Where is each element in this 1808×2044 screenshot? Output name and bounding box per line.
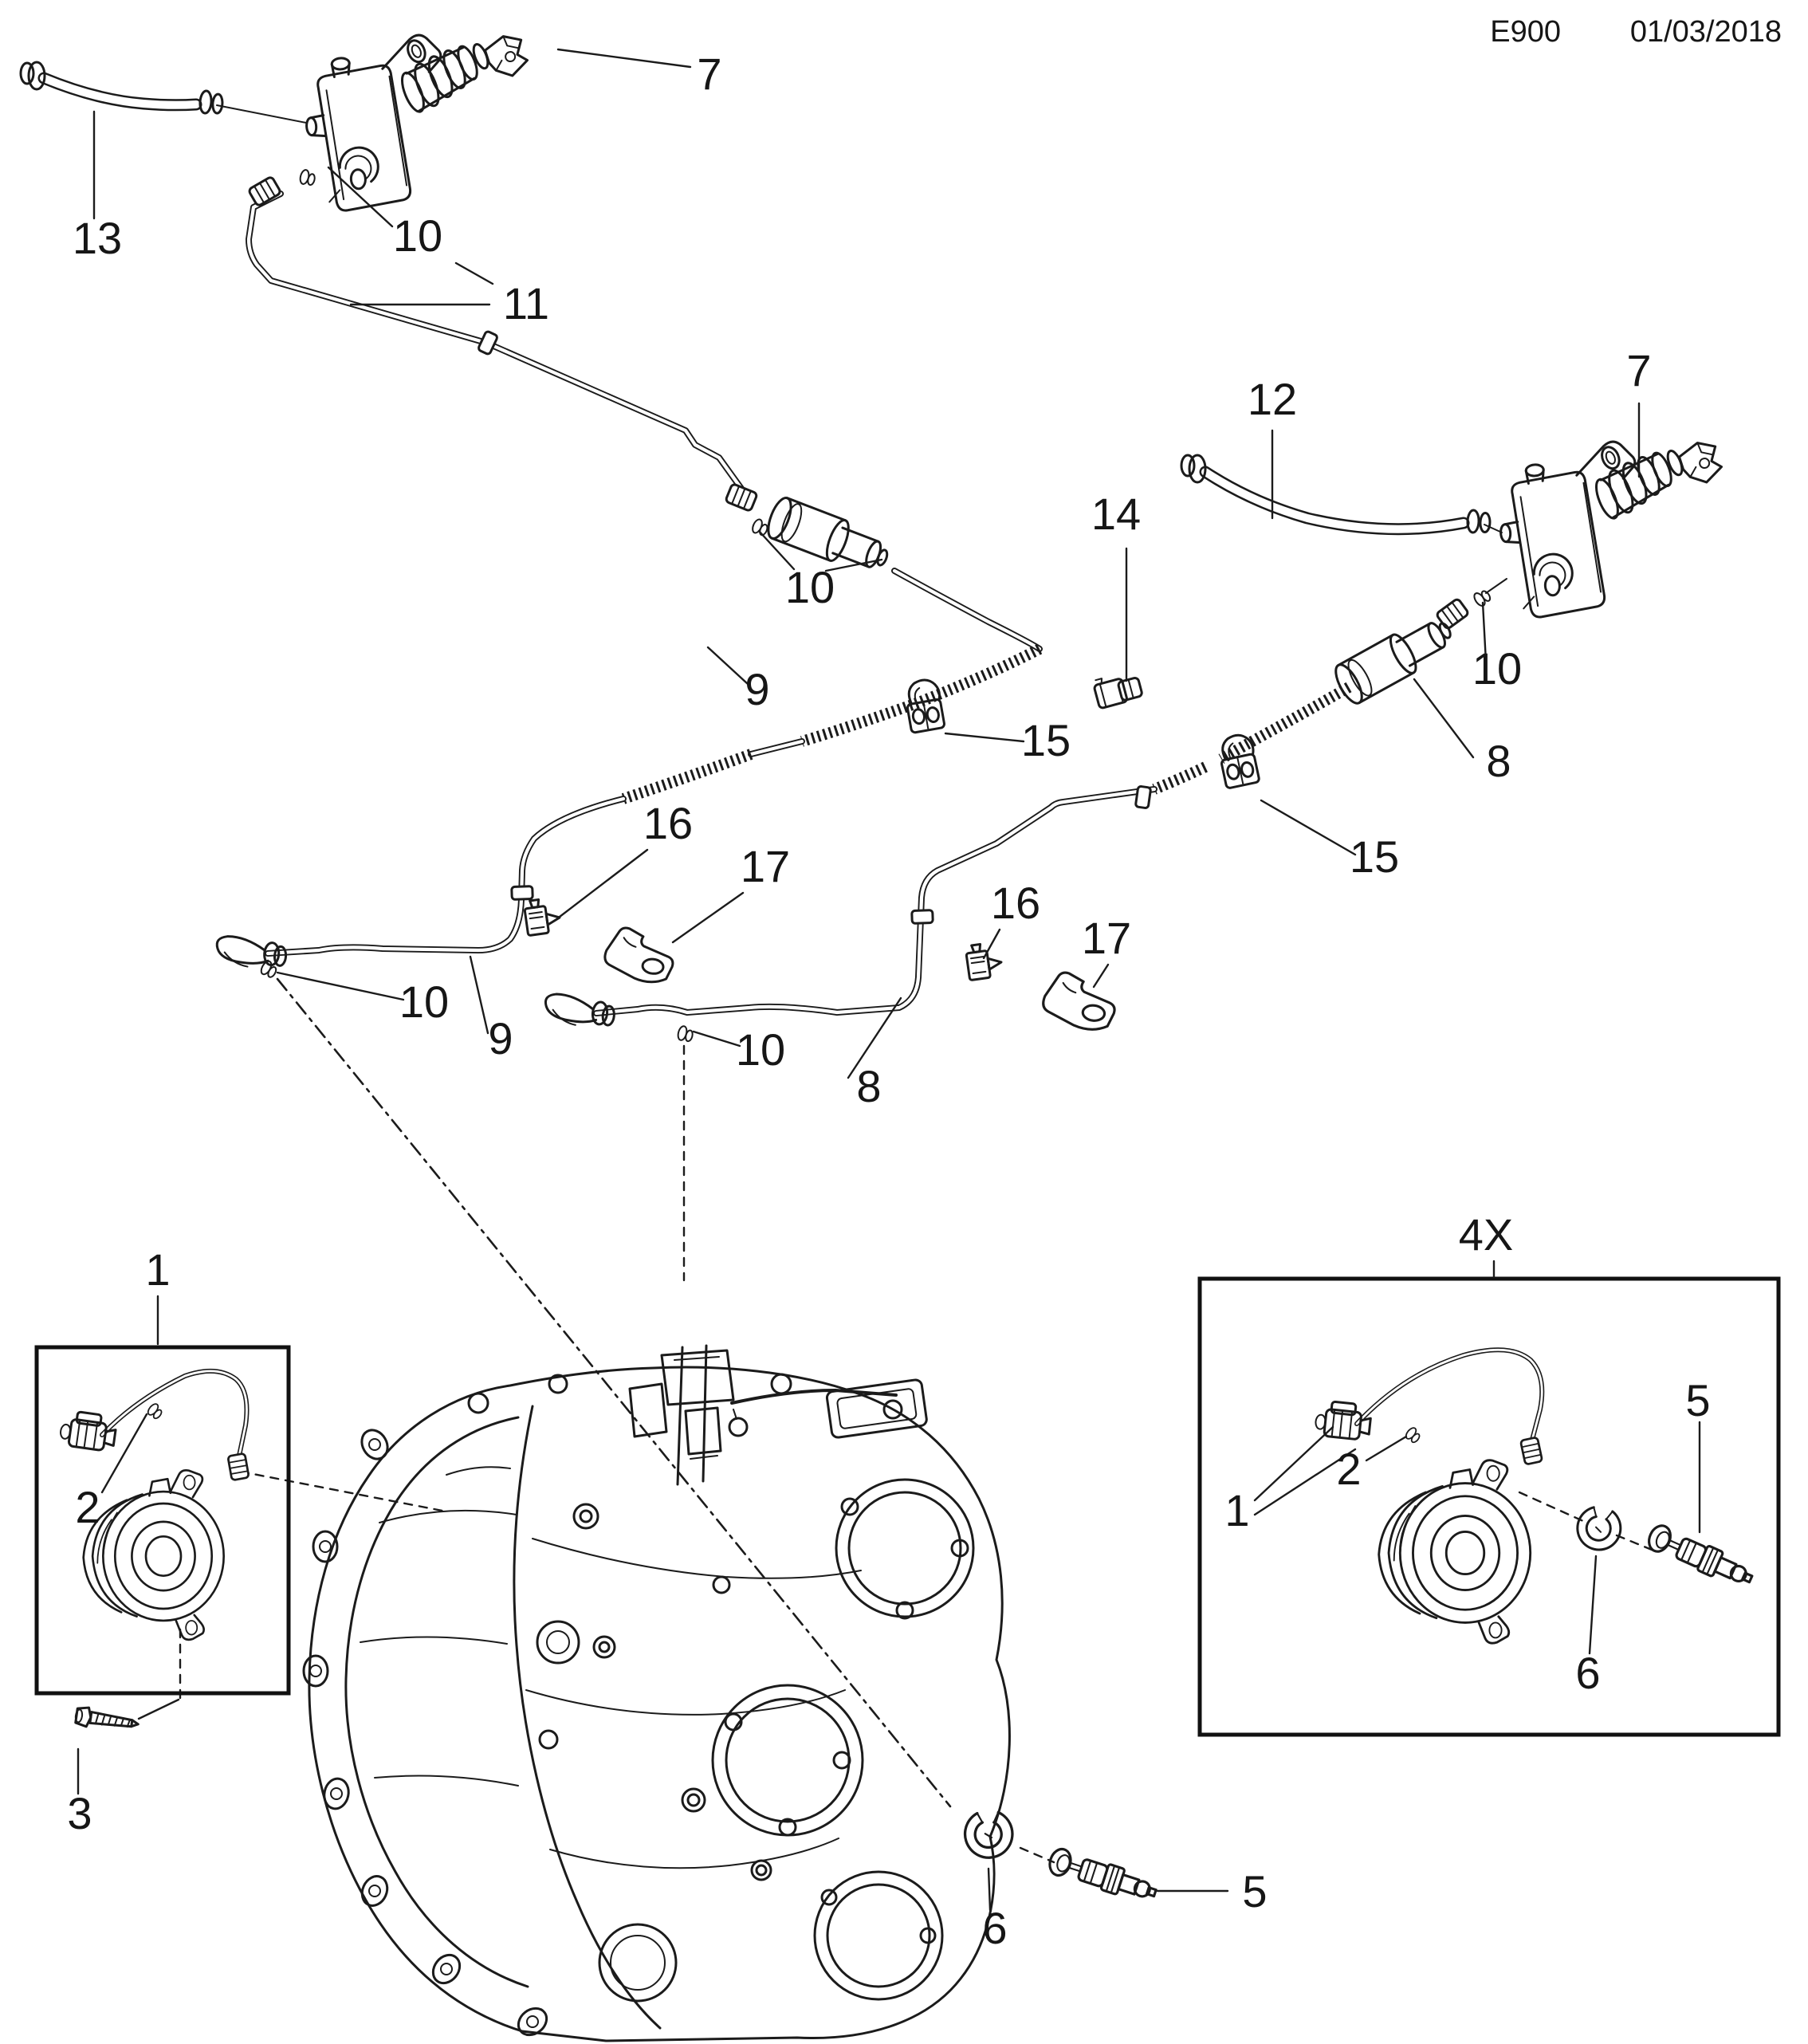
callout-10-union-bottom-mid: 10 <box>736 1024 785 1075</box>
callout-6-clip: 6 <box>982 1903 1007 1953</box>
callout-11-pipe: 11 <box>503 278 549 328</box>
retaining-clip-6 <box>961 1809 1016 1861</box>
bleed-valve-5 <box>1045 1845 1161 1908</box>
bleed-valve-5-kit <box>1644 1520 1758 1593</box>
callout-1-slave-cylinder: 1 <box>145 1244 170 1295</box>
callout-14-connector: 14 <box>1091 489 1141 539</box>
page-header: E900 01/03/2018 <box>1490 15 1782 49</box>
pipe-clip-15-left <box>902 676 947 734</box>
mounting-bolt-3 <box>73 1704 141 1735</box>
connector-14 <box>1091 668 1145 710</box>
clutch-master-cylinder-left <box>299 26 538 214</box>
gearbox-illustration <box>302 1344 1011 2042</box>
clutch-master-cylinder-right <box>1493 433 1732 621</box>
callout-15-clip-mid: 15 <box>1021 715 1071 765</box>
callout-3-bolt: 3 <box>67 1788 92 1838</box>
case-bosses <box>467 1373 903 1881</box>
callout-15-clip-right: 15 <box>1350 831 1399 882</box>
callout-4x-kit-badge: 4X <box>1459 1209 1514 1260</box>
shift-tower <box>628 1344 928 1486</box>
slave-cylinder-kit-box <box>1197 1276 1781 1737</box>
callout-5-bleed-valve-kit: 5 <box>1685 1375 1710 1425</box>
clutch-pipe-9 <box>214 568 1043 981</box>
callout-16-retainer-left: 16 <box>643 798 693 848</box>
callout-8-pipe-lower: 8 <box>856 1061 881 1111</box>
slave-cylinder-detail-box <box>34 1345 291 1696</box>
retaining-clip-6-kit <box>1573 1504 1625 1555</box>
concentric-slave-cylinder-kit <box>1378 1459 1532 1645</box>
clutch-hose-12 <box>1180 454 1503 536</box>
callout-2-seal-kit: 2 <box>1336 1444 1361 1494</box>
callout-17-bracket-right: 17 <box>1082 913 1131 963</box>
callout-9-pipe-lower: 9 <box>488 1013 513 1063</box>
clutch-pipe-11 <box>246 168 751 501</box>
callout-7-master-cyl-right: 7 <box>1626 345 1651 395</box>
clutch-hose-13 <box>19 61 307 124</box>
callout-10-union-bottom-left: 10 <box>399 977 449 1027</box>
clutch-pipe-8 <box>542 682 1352 1044</box>
callout-13-hose-left: 13 <box>73 213 122 263</box>
retainer-16-right <box>964 940 1004 982</box>
assembly-dash-lines <box>137 977 1653 1864</box>
diagram-date: 01/03/2018 <box>1630 15 1782 49</box>
retainer-16-left <box>522 895 563 937</box>
callout-10-union-mid: 10 <box>785 562 835 612</box>
callout-16-retainer-right: 16 <box>991 878 1040 928</box>
callout-5-bleed-valve: 5 <box>1242 1866 1267 1916</box>
concentric-slave-cylinder <box>82 1468 226 1641</box>
callout-9-pipe-upper: 9 <box>745 664 769 714</box>
callout-2-seal: 2 <box>75 1482 100 1532</box>
pipe-damper-right <box>1329 578 1507 709</box>
callout-8-pipe-upper: 8 <box>1486 736 1511 786</box>
callout-7-master-cyl-left: 7 <box>697 49 721 99</box>
callout-10-union-top-left: 10 <box>393 210 442 261</box>
callout-17-bracket-left: 17 <box>741 841 790 891</box>
callout-12-hose-right: 12 <box>1248 374 1297 424</box>
callout-6-clip-kit: 6 <box>1575 1648 1600 1698</box>
bellhousing-bolt-lugs <box>302 1429 548 2037</box>
callout-1-slave-cylinder-kit: 1 <box>1224 1485 1249 1535</box>
diagram-code: E900 <box>1490 15 1561 49</box>
callout-leader-lines <box>77 48 1701 1912</box>
bracket-17-right <box>1040 969 1119 1033</box>
bracket-17-left <box>601 925 678 986</box>
callout-labels: 7 13 10 11 12 7 14 10 9 15 10 8 15 16 17… <box>67 49 1710 1953</box>
callout-10-union-right: 10 <box>1472 643 1522 694</box>
